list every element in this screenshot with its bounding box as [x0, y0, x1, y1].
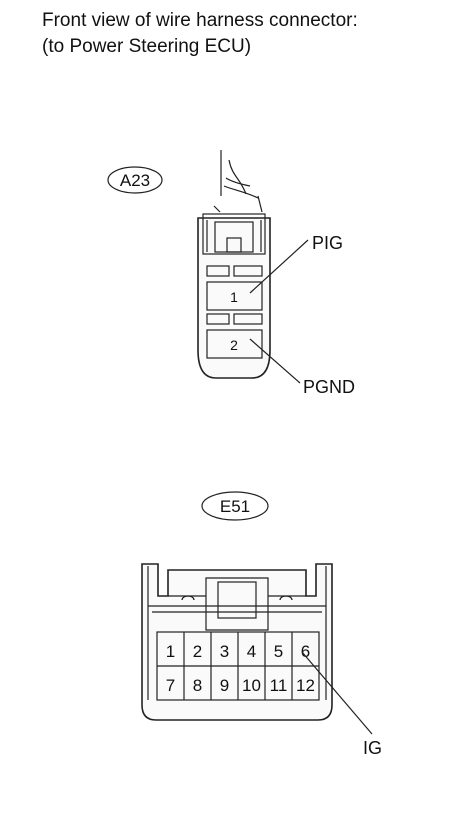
connector-a23-lock-tab — [226, 237, 242, 253]
diagram-title: Front view of wire harness connector: (t… — [42, 8, 358, 60]
connector-e51-lock-tab — [217, 581, 257, 619]
connector-e51-pin-6: 6 — [301, 642, 310, 661]
connector-e51-pin-4: 4 — [247, 642, 256, 661]
connector-e51-pin-3: 3 — [220, 642, 229, 661]
connector-e51-pin-5: 5 — [274, 642, 283, 661]
title-line-1: Front view of wire harness connector: — [42, 10, 358, 31]
connector-e51-housing — [141, 563, 333, 721]
title-line-2: (to Power Steering ECU) — [42, 36, 252, 57]
connector-e51-pin-10: 10 — [242, 676, 261, 695]
connector-e51-pin-2: 2 — [193, 642, 202, 661]
connector-e51-pin-7: 7 — [166, 676, 175, 695]
callout-line-pig — [249, 239, 309, 294]
connector-e51-pin-9: 9 — [220, 676, 229, 695]
connector-a23-pin-cavity-2 — [206, 329, 263, 359]
connector-a23-wires — [213, 150, 263, 213]
callout-line-pgnd — [249, 338, 301, 384]
callout-label-pig: PIG — [312, 233, 343, 253]
connector-a23-id-ellipse — [107, 166, 163, 194]
connector-e51-pin-1: 1 — [166, 642, 175, 661]
callout-line-ig — [301, 651, 373, 735]
connector-a23: A23 1 2 PIG PGND — [107, 150, 355, 397]
connector-a23-pin-1: 1 — [230, 289, 238, 305]
connector-e51-pin-grid-lines — [157, 632, 319, 700]
connector-e51-pin-8: 8 — [193, 676, 202, 695]
connector-e51-pin-11: 11 — [270, 676, 288, 695]
connector-e51: E51 1 2 3 4 5 6 7 8 9 10 11 — [141, 491, 382, 758]
connector-a23-pin-cavity-1 — [206, 281, 263, 311]
callout-label-pgnd: PGND — [303, 377, 355, 397]
connector-e51-id-ellipse — [201, 491, 269, 521]
connector-e51-latch — [205, 577, 269, 631]
connector-e51-id-label: E51 — [220, 497, 250, 516]
connector-a23-pin-2: 2 — [230, 337, 238, 353]
connector-a23-latch — [202, 213, 266, 255]
connector-a23-id-label: A23 — [120, 171, 150, 190]
callout-label-ig: IG — [363, 738, 382, 758]
connector-e51-pin-12: 12 — [296, 676, 315, 695]
